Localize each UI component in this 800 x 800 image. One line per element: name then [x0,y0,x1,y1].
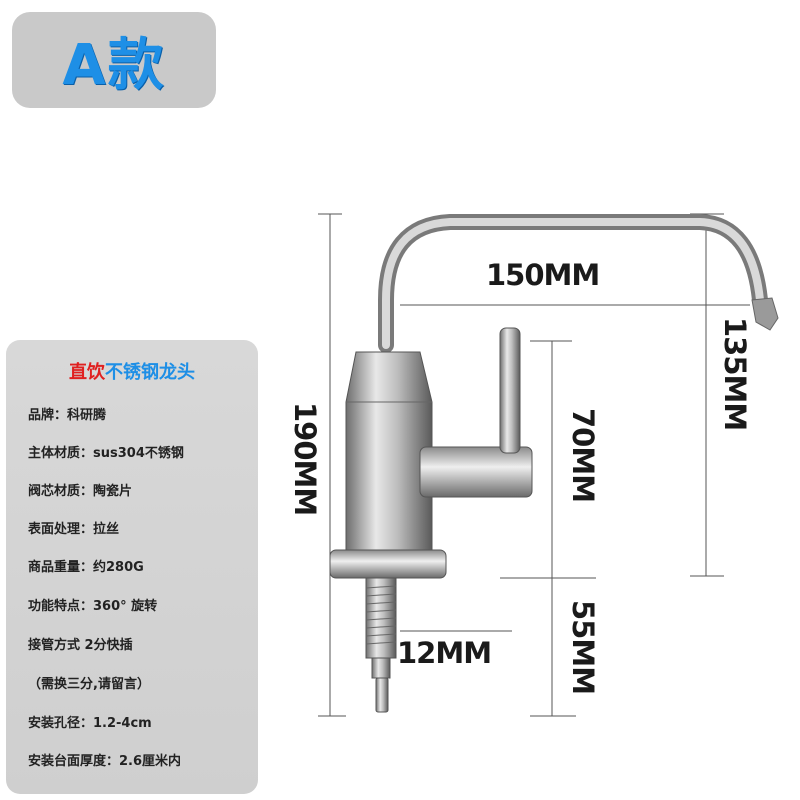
title-blue-text: 不锈钢龙头 [105,362,195,383]
spec-feature: 功能特点：360° 旋转 [28,599,158,614]
spec-surface: 表面处理：拉丝 [28,522,120,537]
spec-panel-title: 直饮不锈钢龙头 [6,358,258,384]
spec-weight: 商品重量：约280G [28,560,144,575]
title-red-text: 直饮 [69,362,105,383]
spec-counter-thickness: 安装台面厚度：2.6厘米内 [28,754,182,769]
faucet-illustration [329,214,779,713]
dim-label-pipe: 12MM [397,636,492,670]
dim-label-width: 150MM [486,258,600,292]
spec-brand: 品牌：科研腾 [28,408,107,423]
dim-label-height-total: 190MM [288,402,322,516]
spec-connection: 接管方式 2分快插 [28,638,133,653]
spec-note: （需换三分,请留言） [28,677,150,692]
dim-label-handle: 70MM [566,408,600,503]
spec-hole-size: 安装孔径：1.2-4cm [28,716,152,731]
dim-label-height-spout: 135MM [718,317,752,431]
model-badge: A款 [12,12,216,108]
spec-panel: 直饮不锈钢龙头 品牌：科研腾 主体材质：sus304不锈钢 阀芯材质：陶瓷片 表… [6,340,258,794]
spec-body-material: 主体材质：sus304不锈钢 [28,446,184,461]
dimension-lines [318,213,750,717]
model-label: A款 [62,32,166,98]
spec-valve-material: 阀芯材质：陶瓷片 [28,484,133,499]
dim-label-shank: 55MM [566,600,600,695]
